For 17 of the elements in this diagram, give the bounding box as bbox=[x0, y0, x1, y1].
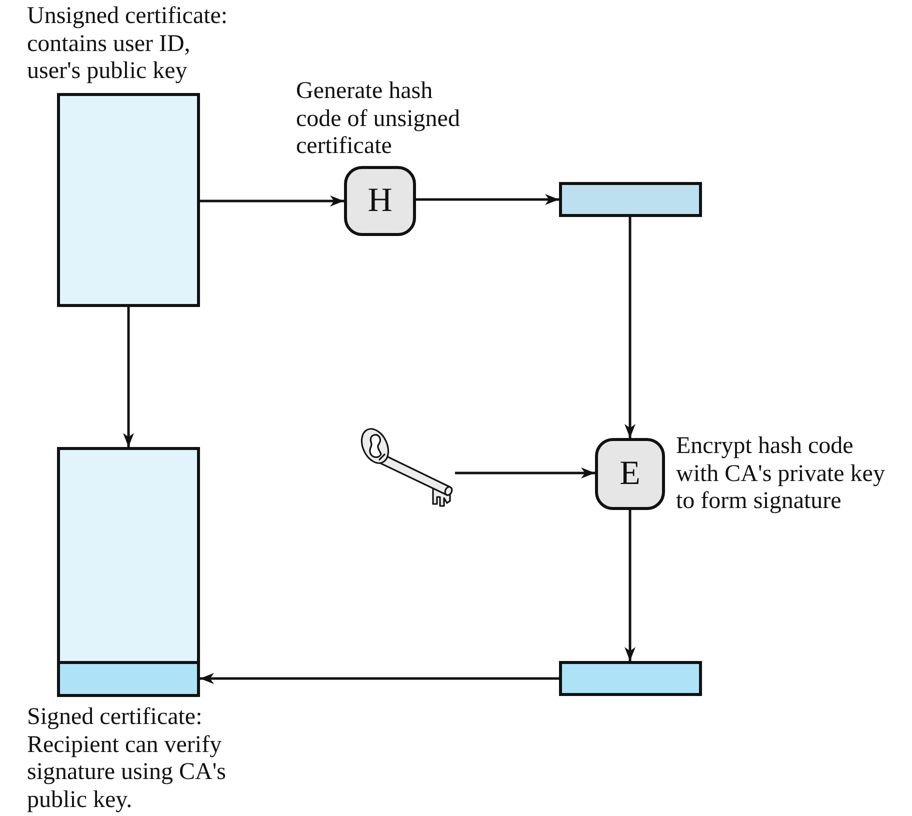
key-icon bbox=[359, 426, 455, 508]
certificate-caption: Signed certificate: Recipient can verify signature using CA's public key. bbox=[27, 704, 227, 814]
annotation-text: Encrypt hash code with CA's private key to form signature bbox=[676, 433, 886, 516]
signature-bar bbox=[57, 661, 200, 697]
arrow bbox=[200, 196, 344, 206]
hash-bar bbox=[559, 182, 702, 217]
arrow bbox=[455, 468, 595, 478]
function-box: H bbox=[344, 166, 416, 236]
arrow bbox=[123, 307, 134, 447]
arrow bbox=[200, 673, 559, 684]
arrow bbox=[624, 217, 636, 438]
annotation-text: Generate hash code of unsigned certificate bbox=[296, 78, 461, 160]
certificate-caption: Unsigned certificate: contains user ID, user's public key bbox=[27, 3, 229, 86]
signature-bar bbox=[559, 661, 702, 696]
function-box: E bbox=[595, 438, 665, 510]
arrow bbox=[416, 194, 559, 205]
arrow bbox=[624, 510, 636, 661]
